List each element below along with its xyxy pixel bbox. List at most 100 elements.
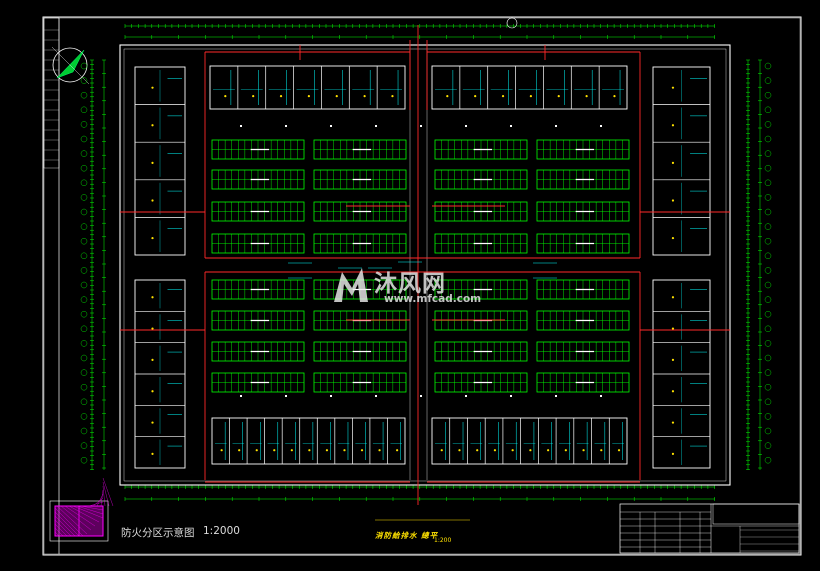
aisle-marker — [600, 125, 602, 127]
room-hydrant-icon — [529, 449, 532, 452]
room-hydrant-icon — [255, 449, 258, 452]
axis-bubble — [764, 208, 772, 216]
room-hydrant-icon — [671, 199, 675, 202]
axis-bubble — [80, 223, 88, 230]
building-wall-inner — [123, 48, 727, 482]
watermark-logo-icon — [334, 268, 368, 302]
top-right-shops — [431, 65, 628, 110]
axis-bubble — [80, 121, 88, 128]
inner-border — [43, 17, 801, 555]
room-hydrant-icon — [440, 449, 443, 452]
aisle-marker — [420, 395, 422, 397]
aisle-marker — [240, 125, 242, 127]
right-upper-shops — [652, 66, 711, 256]
room-hydrant-icon — [238, 449, 241, 452]
axis-bubble — [764, 325, 772, 332]
room-hydrant-icon — [151, 452, 154, 455]
room-hydrant-icon — [343, 449, 346, 452]
aisle-marker — [285, 395, 287, 397]
axis-bubble — [80, 442, 88, 449]
room-hydrant-icon — [220, 449, 223, 452]
room-hydrant-icon — [613, 95, 616, 98]
fire-zone-index-scale: 1:2000 — [203, 525, 240, 537]
room-hydrant-icon — [585, 95, 588, 98]
hatch-line — [80, 505, 104, 511]
hatch-line — [54, 511, 80, 537]
hatch-line — [102, 477, 114, 507]
room-hydrant-icon — [501, 95, 505, 98]
dimension-lines — [80, 24, 772, 501]
axis-bubble — [80, 369, 88, 376]
axis-bubble — [764, 164, 772, 172]
axis-bubble — [80, 237, 88, 245]
drawing-frame — [42, 16, 802, 556]
axis-bubble — [764, 252, 772, 260]
hatch-line — [92, 497, 104, 507]
axis-bubble — [764, 427, 772, 435]
hatch-line — [68, 505, 100, 523]
top-left-shops — [209, 65, 406, 110]
axis-bubble — [764, 369, 772, 376]
room-hydrant-icon — [151, 236, 154, 240]
room-hydrant-icon — [273, 449, 276, 452]
axis-bubble — [764, 413, 772, 420]
plan-title: 消防給排水 總平 — [375, 531, 439, 540]
room-hydrant-icon — [671, 421, 675, 424]
axis-bubble — [80, 179, 88, 187]
axis-bubble — [80, 296, 88, 303]
room-hydrant-icon — [151, 358, 154, 361]
axis-bubble — [764, 311, 772, 318]
axis-bubble — [764, 150, 772, 157]
axis-bubble — [764, 62, 772, 70]
hatch-line — [54, 531, 60, 537]
axis-bubble — [80, 150, 88, 157]
room-hydrant-icon — [325, 449, 329, 452]
axis-bubble — [764, 237, 772, 245]
axis-bubble — [80, 281, 88, 289]
room-hydrant-icon — [151, 296, 154, 299]
room-hydrant-icon — [671, 124, 675, 127]
axis-bubble — [764, 354, 772, 362]
left-upper-shops — [134, 66, 186, 256]
axis-bubble — [80, 311, 88, 318]
axis-bubble — [80, 252, 88, 260]
room-hydrant-icon — [671, 296, 675, 299]
axis-bubble — [80, 457, 88, 464]
compass-axis — [51, 46, 90, 85]
binding-strip — [43, 17, 60, 169]
room-hydrant-icon — [600, 449, 603, 452]
axis-bubble — [80, 267, 88, 274]
axis-bubble — [764, 91, 772, 99]
room-hydrant-icon — [582, 449, 585, 452]
axis-bubble — [764, 267, 772, 274]
room-hydrant-icon — [511, 449, 514, 452]
watermark-cn: 沐风网 — [374, 271, 446, 297]
hatch-line — [96, 493, 104, 507]
room-hydrant-icon — [252, 95, 255, 98]
aisle-marker — [510, 395, 512, 397]
fire-zone-index-frame — [49, 500, 109, 542]
compass-needle-icon — [56, 49, 85, 79]
axis-bubble — [80, 340, 88, 347]
axis-bubble — [80, 135, 88, 143]
room-hydrant-icon — [671, 452, 675, 455]
aisle-marker — [510, 125, 512, 127]
room-hydrant-icon — [474, 95, 477, 98]
axis-bubble — [764, 296, 772, 303]
room-hydrant-icon — [671, 236, 675, 240]
room-hydrant-icon — [378, 449, 381, 452]
axis-bubble — [80, 194, 88, 201]
axis-bubble — [764, 77, 772, 84]
room-hydrant-icon — [151, 390, 154, 393]
room-hydrant-icon — [151, 161, 154, 164]
aisle-marker — [375, 125, 377, 127]
axis-bubble — [80, 77, 88, 84]
axis-bubble — [764, 457, 772, 464]
axis-bubble — [764, 398, 772, 405]
room-hydrant-icon — [151, 124, 154, 127]
axis-bubble — [80, 164, 88, 172]
fire-pipes — [120, 17, 730, 505]
axis-bubble — [80, 325, 88, 332]
